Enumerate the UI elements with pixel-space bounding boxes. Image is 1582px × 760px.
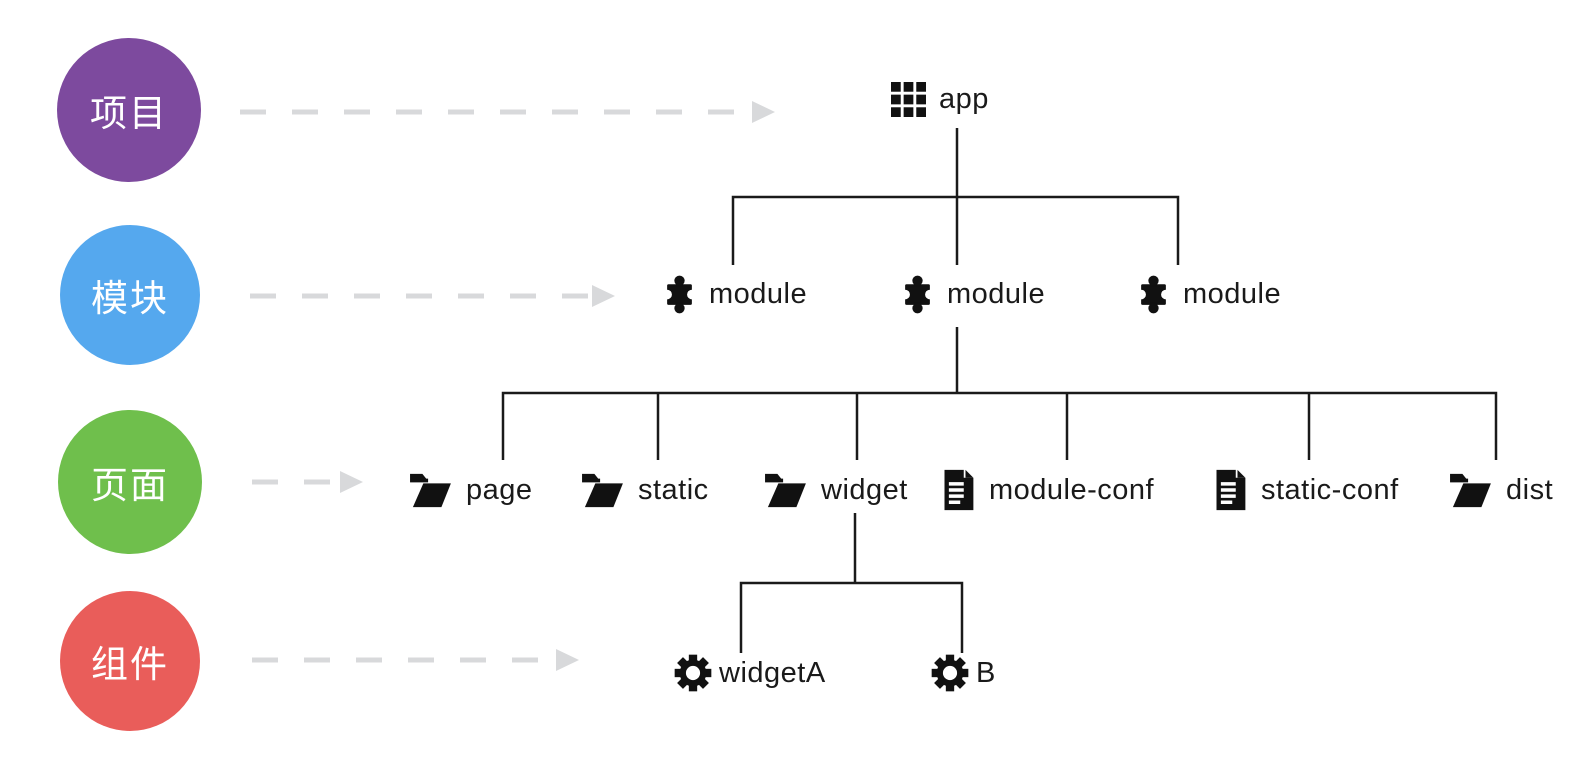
node-page: page [407,467,533,513]
document-icon [1216,469,1246,511]
legend-circle-component: 组件 [60,591,200,731]
gear-icon [931,654,969,692]
folder-icon [582,473,623,508]
document-icon [944,469,974,511]
legend-circle-page: 页面 [58,410,202,554]
node-label: dist [1506,473,1554,506]
node-label: module [947,277,1046,310]
node-label: widgetA [719,656,826,689]
arrowhead-icon [592,285,615,307]
node-label: B [976,656,996,689]
grid-icon [891,81,926,117]
node-dist: dist [1447,467,1553,513]
node-label: page [466,473,533,506]
node-module-3: module [1137,271,1281,317]
node-module-1: module [663,271,807,317]
legend-label-project: 项目 [90,93,168,134]
puzzle-icon [1137,275,1170,313]
node-app: app [891,76,989,122]
node-label: widget [821,473,908,506]
folder-icon [765,473,806,508]
legend-label-page: 页面 [91,465,169,506]
folder-icon [410,473,451,508]
node-label: module [1183,277,1282,310]
legend-circle-module: 模块 [60,225,200,365]
node-static-conf: static-conf [1213,467,1399,513]
node-widget: widget [762,467,908,513]
puzzle-icon [901,275,934,313]
arrowhead-icon [556,649,579,671]
node-label: module [709,277,808,310]
node-label: static-conf [1261,473,1399,506]
legend-label-component: 组件 [91,644,169,685]
gear-icon [674,654,712,692]
legend-label-module: 模块 [91,278,169,319]
node-label: static [638,473,709,506]
node-module-2: module [901,271,1045,317]
arrowhead-icon [752,101,775,123]
node-module-conf: module-conf [941,467,1154,513]
puzzle-icon [663,275,696,313]
node-static: static [579,467,709,513]
node-widgetA: widgetA [673,650,826,696]
arrowhead-icon [340,471,363,493]
legend-circle-project: 项目 [57,38,201,182]
node-label: app [939,82,989,115]
node-widgetB: B [930,650,996,696]
node-label: module-conf [989,473,1155,506]
folder-icon [1450,473,1491,508]
